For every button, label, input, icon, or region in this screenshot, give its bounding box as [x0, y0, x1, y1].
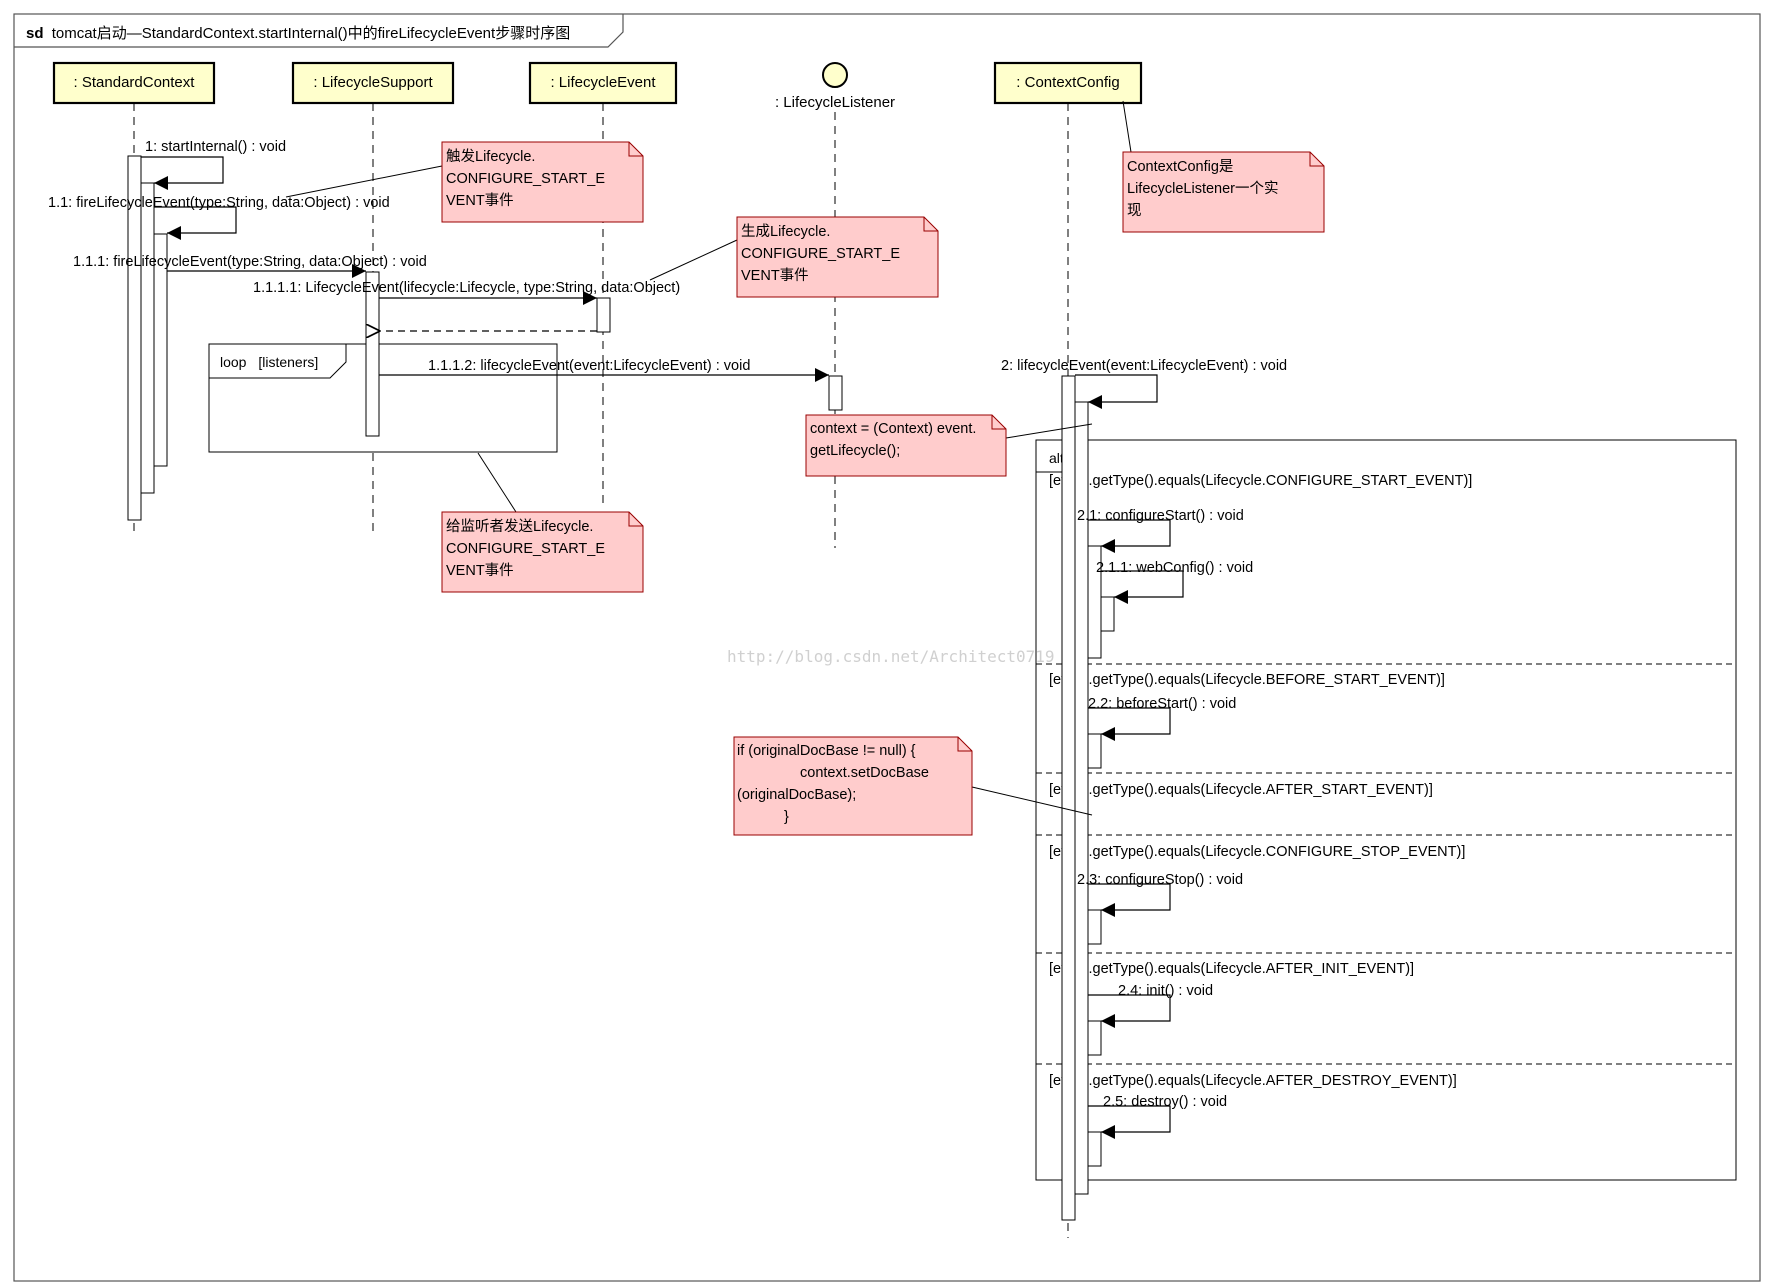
self-call-arrow	[141, 156, 224, 190]
message-label: 1.1.1: fireLifecycleEvent(type:String, d…	[73, 254, 427, 270]
message-label: 2.1: configureStart() : void	[1077, 508, 1244, 524]
note-docbase: if (originalDocBase != null) { context.s…	[733, 736, 973, 836]
lifeline-label: : StandardContext	[74, 74, 196, 91]
message-label: 2.4: init() : void	[1118, 983, 1213, 999]
self-call-arrow	[1075, 374, 1158, 409]
lifeline-label: : LifecycleListener	[775, 94, 895, 111]
note-create: 生成Lifecycle. CONFIGURE_START_E VENT事件	[736, 216, 939, 298]
loop-keyword: loop	[220, 354, 247, 370]
svg-text:生成Lifecycle. CONFIGURE_S: 生成Lifecycle. CONFIGURE_START_E VENT事件	[741, 223, 904, 284]
activation-bar	[153, 233, 168, 467]
svg-text:sd tomcat启动—StandardContex: sd tomcat启动—StandardContext.startInterna…	[26, 25, 570, 42]
lifeline-label: : LifecycleEvent	[550, 74, 656, 91]
message-labels: 1: startInternal() : void 1.1: fireLifec…	[48, 139, 1287, 1110]
activation-bar	[596, 297, 611, 333]
note-connectors	[285, 100, 1132, 816]
message-label: 1: startInternal() : void	[145, 139, 286, 155]
frame-tab	[14, 14, 624, 48]
self-call-arrow	[1088, 883, 1171, 917]
activation-bar	[1074, 401, 1089, 1195]
note-trigger: 触发Lifecycle. CONFIGURE_START_E VENT事件	[441, 141, 644, 223]
alt-keyword: alt	[1049, 450, 1064, 466]
self-call-arrow	[1101, 570, 1184, 604]
self-call-arrow	[1088, 1105, 1171, 1139]
svg-text:loop [listeners]: loop [listeners]	[220, 354, 318, 370]
frame-keyword: sd	[26, 25, 44, 42]
lifeline-label: : LifecycleSupport	[313, 74, 433, 91]
lifeline-label: : ContextConfig	[1016, 74, 1119, 91]
message-label: 2.2: beforeStart() : void	[1088, 696, 1236, 712]
note-notify: 给监听者发送Lifecycle. CONFIGURE_START_E VENT事…	[441, 511, 644, 593]
activation-bar	[1087, 1020, 1102, 1056]
activations	[127, 155, 1115, 1221]
frame-title: tomcat启动—StandardContext.startInternal()…	[52, 25, 571, 42]
message-label: 2: lifecycleEvent(event:LifecycleEvent) …	[1001, 358, 1287, 374]
activation-bar	[140, 182, 155, 494]
message-label: 1.1.1.1: LifecycleEvent(lifecycle:Lifecy…	[253, 280, 680, 296]
svg-text:if (originalDocBase != null) {: if (originalDocBase != null) { context.s…	[737, 743, 933, 825]
alt-guard: [event.getType().equals(Lifecycle.AFTER_…	[1049, 961, 1414, 977]
alt-guard: [event.getType().equals(Lifecycle.BEFORE…	[1049, 672, 1445, 688]
self-call-arrow	[154, 206, 237, 240]
watermark: http://blog.csdn.net/Architect0719	[727, 647, 1055, 666]
lifeline-context-config: : ContextConfig	[993, 61, 1143, 1238]
alt-guard: [event.getType().equals(Lifecycle.AFTER_…	[1049, 782, 1433, 798]
alt-guard: [event.getType().equals(Lifecycle.CONFIG…	[1049, 473, 1472, 489]
activation-bar	[1087, 733, 1102, 769]
svg-text:ContextConfig是 Lifecycle: ContextConfig是 LifecycleListener一个实 现	[1127, 159, 1283, 219]
activation-bar	[365, 271, 380, 437]
lifeline-lifecycle-listener: : LifecycleListener	[775, 62, 895, 548]
loop-guard: [listeners]	[258, 354, 318, 370]
activation-bar	[1087, 909, 1102, 945]
activation-bar	[1061, 375, 1076, 1221]
note-context: context = (Context) event. getLifecycle(…	[805, 414, 1007, 477]
interface-icon	[822, 62, 848, 88]
activation-bar	[1087, 1131, 1102, 1167]
lifeline-lifecycle-support: : LifecycleSupport	[291, 61, 455, 537]
message-label: 2.5: destroy() : void	[1103, 1094, 1227, 1110]
self-call-arrow	[1088, 707, 1171, 741]
note-contextconfig: ContextConfig是 LifecycleListener一个实 现	[1122, 151, 1325, 233]
message-label: 2.1.1: webConfig() : void	[1096, 560, 1253, 576]
self-call-arrow	[1088, 994, 1171, 1028]
svg-text:触发Lifecycle. CONFIGURE_S: 触发Lifecycle. CONFIGURE_START_E VENT事件	[446, 148, 609, 209]
svg-text:context = (Context) event.: context = (Context) event. getLifecycle(…	[810, 421, 980, 459]
outer-frame	[13, 13, 1761, 1282]
loop-fragment: loop [listeners]	[208, 343, 558, 453]
message-label: 1.1: fireLifecycleEvent(type:String, dat…	[48, 195, 390, 211]
activation-bar	[1100, 596, 1115, 632]
alt-guard: [event.getType().equals(Lifecycle.AFTER_…	[1049, 1073, 1457, 1089]
message-lines	[141, 156, 1184, 1139]
message-label: 2.3: configureStop() : void	[1077, 872, 1243, 888]
self-call-arrow	[1088, 519, 1171, 553]
alt-guard: [event.getType().equals(Lifecycle.CONFIG…	[1049, 844, 1465, 860]
message-label: 1.1.1.2: lifecycleEvent(event:LifecycleE…	[428, 358, 750, 374]
activation-bar	[828, 375, 843, 411]
svg-text:给监听者发送Lifecycle. CONFIGU: 给监听者发送Lifecycle. CONFIGURE_START_E VENT事…	[446, 518, 609, 579]
alt-fragment: alt [event.getType().equals(Lifecycle.CO…	[1035, 439, 1737, 1181]
